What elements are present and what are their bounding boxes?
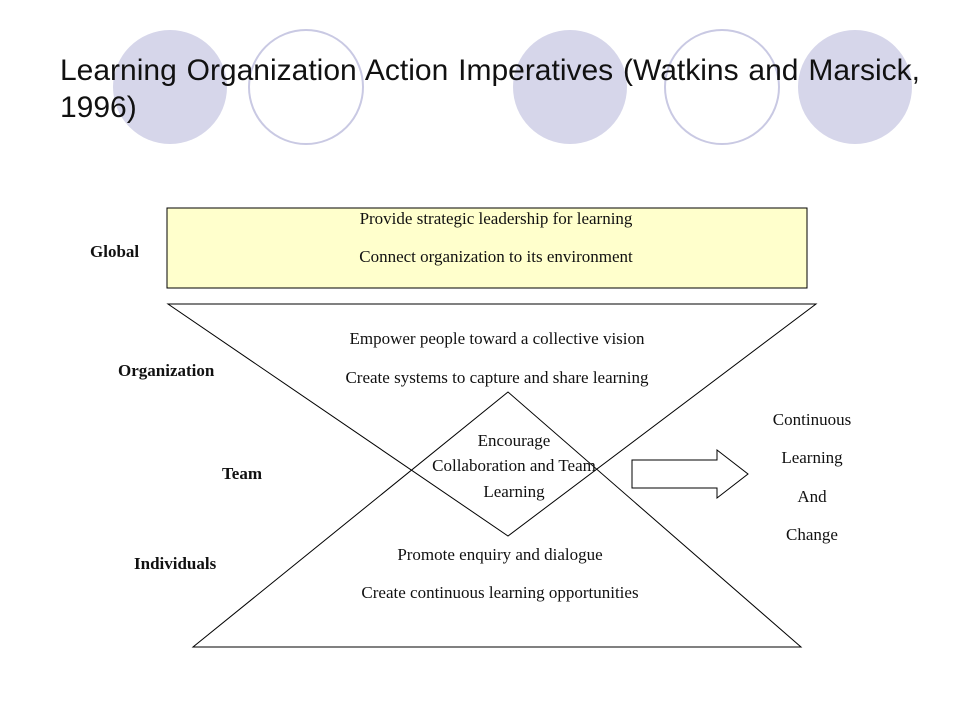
inverted-triangle bbox=[166, 303, 818, 537]
outcome-line-2: Learning bbox=[781, 448, 843, 467]
level-label-individuals: Individuals bbox=[134, 554, 217, 573]
outcome-line-3: And bbox=[797, 487, 827, 506]
outcome-line-1: Continuous bbox=[772, 410, 852, 429]
global-action-1: Provide strategic leadership for learnin… bbox=[359, 209, 633, 228]
decor-circle-2 bbox=[248, 29, 364, 145]
decor-circle-5 bbox=[798, 30, 912, 144]
outcome-arrow bbox=[631, 448, 749, 500]
organization-action-2: Create systems to capture and share lear… bbox=[345, 368, 649, 387]
global-box bbox=[166, 207, 808, 289]
outcome-line-4: Change bbox=[786, 525, 838, 544]
decor-circle-1 bbox=[113, 30, 227, 144]
global-action-2: Connect organization to its environment bbox=[359, 247, 633, 266]
level-label-global: Global bbox=[90, 242, 140, 261]
team-action-line-3: Learning bbox=[483, 482, 545, 501]
individual-action-2: Create continuous learning opportunities bbox=[361, 583, 639, 602]
upright-triangle bbox=[191, 391, 803, 648]
decor-circle-3 bbox=[513, 30, 627, 144]
individual-action-1: Promote enquiry and dialogue bbox=[397, 545, 603, 564]
team-action-line-1: Encourage bbox=[477, 431, 551, 450]
organization-action-1: Empower people toward a collective visio… bbox=[349, 329, 645, 348]
slide-title: Learning Organization Action Imperatives… bbox=[60, 54, 920, 124]
level-label-organization: Organization bbox=[118, 361, 215, 380]
team-action-line-2: Collaboration and Team bbox=[432, 456, 596, 475]
level-label-team: Team bbox=[222, 464, 262, 483]
decor-circle-4 bbox=[664, 29, 780, 145]
